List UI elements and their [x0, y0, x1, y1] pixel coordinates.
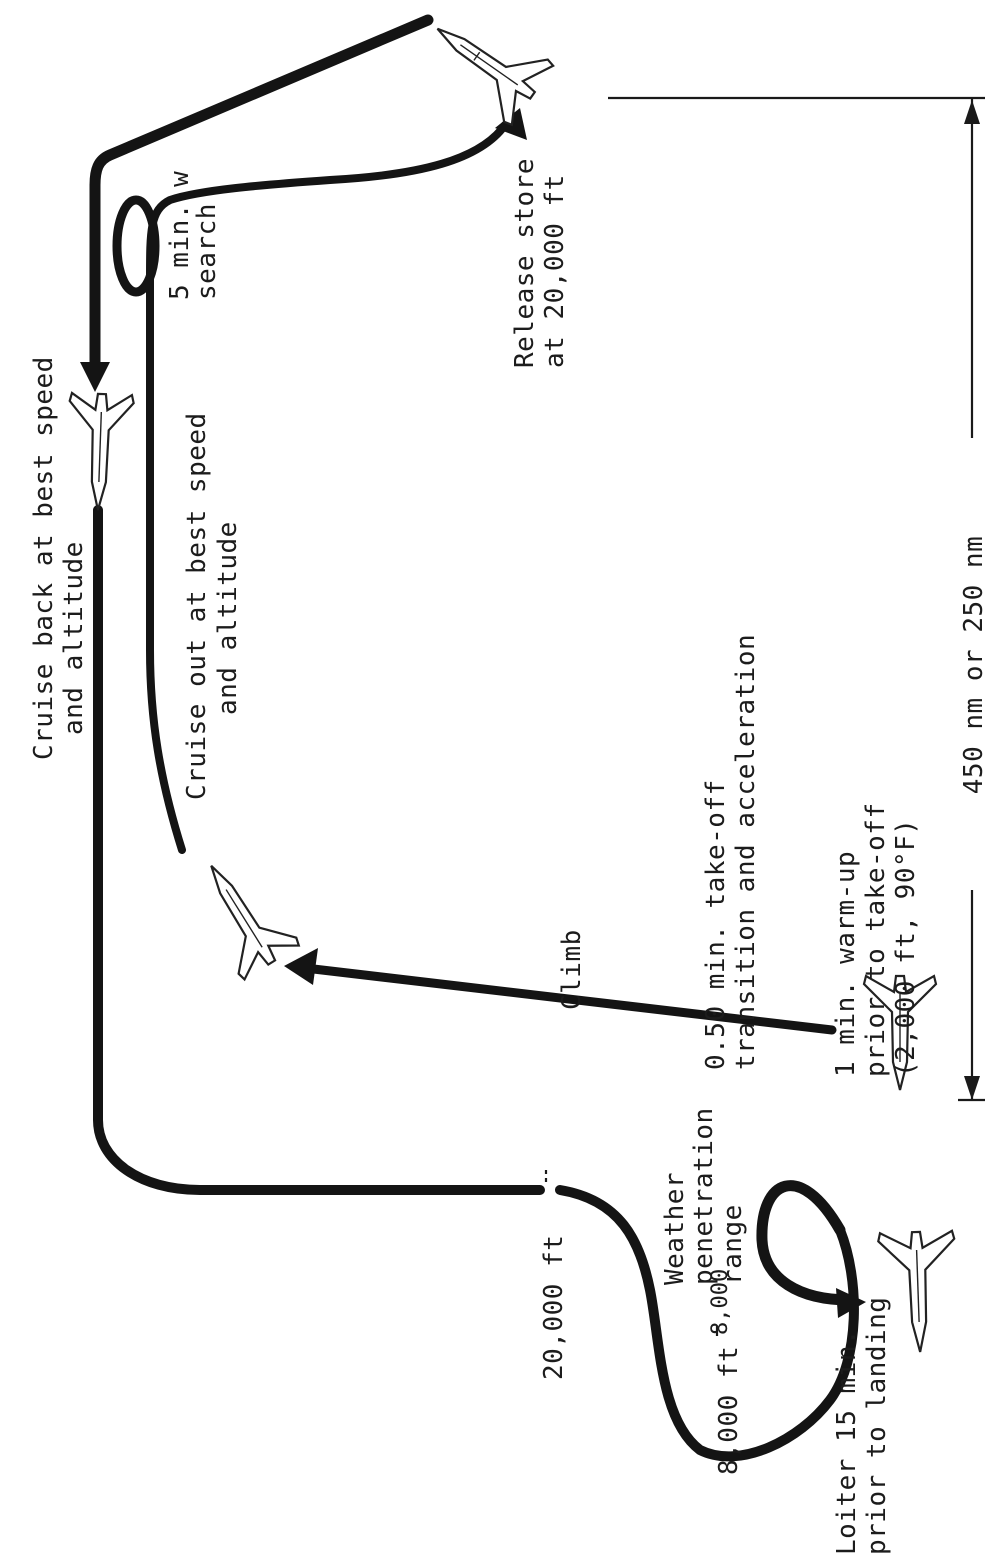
svg-text:prior to take-off: prior to take-off: [861, 802, 891, 1077]
cruise-back-label: Cruise back at best speed and altitude: [29, 356, 89, 760]
svg-text:5 min. w: 5 min. w: [165, 171, 195, 300]
svg-text:Loiter 15 min.: Loiter 15 min.: [832, 1329, 862, 1555]
svg-text:and altitude: and altitude: [213, 521, 243, 715]
loiter-label: Loiter 15 min. prior to landing: [832, 1297, 892, 1555]
svg-text:1 min. warm-up: 1 min. warm-up: [831, 851, 861, 1077]
svg-text:at 20,000 ft: at 20,000 ft: [540, 174, 570, 368]
svg-text:search: search: [192, 203, 222, 300]
release-label: Release store at 20,000 ft: [510, 158, 570, 368]
range-label: 450 nm or 250 nm: [959, 536, 989, 794]
warmup-label: 1 min. warm-up prior to take-off (2,000 …: [831, 802, 921, 1077]
svg-text:(2,000 ft, 90°F): (2,000 ft, 90°F): [891, 819, 921, 1077]
svg-text:penetration: penetration: [689, 1107, 719, 1285]
aircraft-release-icon: [416, 0, 555, 126]
svg-text:and altitude: and altitude: [59, 541, 89, 735]
svg-text:20,000 ft: 20,000 ft: [539, 1235, 569, 1380]
altitude-8000-label: 8,000 ft 8,000: [708, 1269, 744, 1475]
cruise-out-label: Cruise out at best speed and altitude: [182, 412, 243, 800]
range-dimension: 450 nm or 250 nm: [608, 98, 989, 1100]
svg-text:prior to landing: prior to landing: [862, 1297, 892, 1555]
svg-text:Cruise out at best speed: Cruise out at best speed: [182, 412, 212, 800]
svg-text:Weather: Weather: [660, 1172, 690, 1285]
svg-text:Release store: Release store: [510, 158, 540, 368]
aircraft-return-icon: [66, 393, 134, 511]
svg-text:Climb: Climb: [557, 929, 587, 1010]
weather-label: Weather penetration range: [660, 1107, 748, 1285]
climb-label: Climb: [557, 929, 587, 1010]
svg-text:8,000: 8,000: [708, 1269, 733, 1335]
takeoff-label: 0.50 min. take-off transition and accele…: [701, 634, 761, 1070]
altitude-20000-label: 20,000 ft: [539, 1235, 569, 1380]
svg-text:transition and acceleration: transition and acceleration: [731, 634, 761, 1070]
svg-text:8,000 ft: 8,000 ft: [714, 1346, 744, 1475]
svg-text:0.50 min. take-off: 0.50 min. take-off: [701, 779, 731, 1070]
aircraft-cruise-start-icon: [182, 848, 300, 981]
svg-text:Cruise back at best speed: Cruise back at best speed: [29, 356, 59, 760]
